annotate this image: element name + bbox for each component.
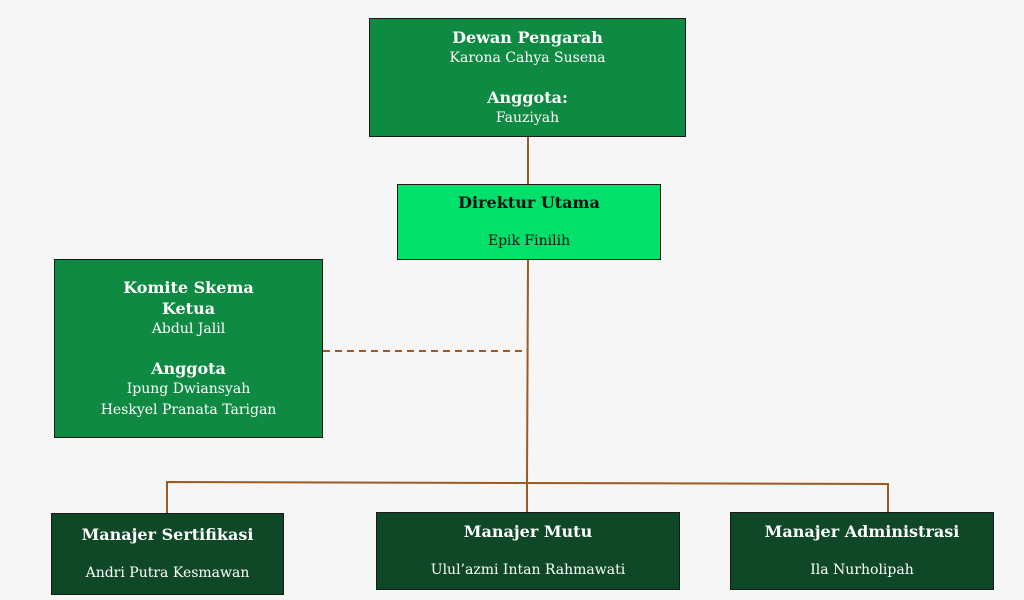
director-box: Direktur Utama Epik Finilih <box>397 184 661 260</box>
manager-title: Manajer Mutu <box>463 522 593 541</box>
connector-managers-bus <box>166 480 889 513</box>
committee-box: Komite Skema Ketua Abdul Jalil Anggota I… <box>54 259 323 438</box>
board-box: Dewan Pengarah Karona Cahya Susena Anggo… <box>369 18 686 137</box>
director-title: Direktur Utama <box>458 193 600 212</box>
manager-quality-box: Manajer Mutu Ulul’azmi Intan Rahmawati <box>376 512 680 590</box>
manager-certification-box: Manajer Sertifikasi Andri Putra Kesmawan <box>51 513 284 595</box>
manager-title: Manajer Administrasi <box>764 522 960 541</box>
director-name: Epik Finilih <box>487 233 571 249</box>
manager-administration-box: Manajer Administrasi Ila Nurholipah <box>730 512 994 590</box>
manager-title: Manajer Sertifikasi <box>81 525 254 544</box>
committee-member: Heskyel Pranata Tarigan <box>100 401 277 418</box>
board-title: Dewan Pengarah <box>452 27 603 47</box>
manager-name: Ila Nurholipah <box>810 562 914 578</box>
committee-chair-name: Abdul Jalil <box>151 320 226 337</box>
board-member-name: Fauziyah <box>495 109 560 126</box>
committee-title: Komite Skema <box>123 277 254 297</box>
committee-chair-title: Ketua <box>161 298 216 318</box>
board-name: Karona Cahya Susena <box>449 49 606 66</box>
committee-member: Ipung Dwiansyah <box>126 380 251 397</box>
board-member-title: Anggota: <box>487 87 568 107</box>
manager-name: Ulul’azmi Intan Rahmawati <box>430 562 626 578</box>
connector-director-managers <box>526 259 529 485</box>
committee-members-title: Anggota <box>151 358 226 378</box>
manager-name: Andri Putra Kesmawan <box>85 565 250 581</box>
